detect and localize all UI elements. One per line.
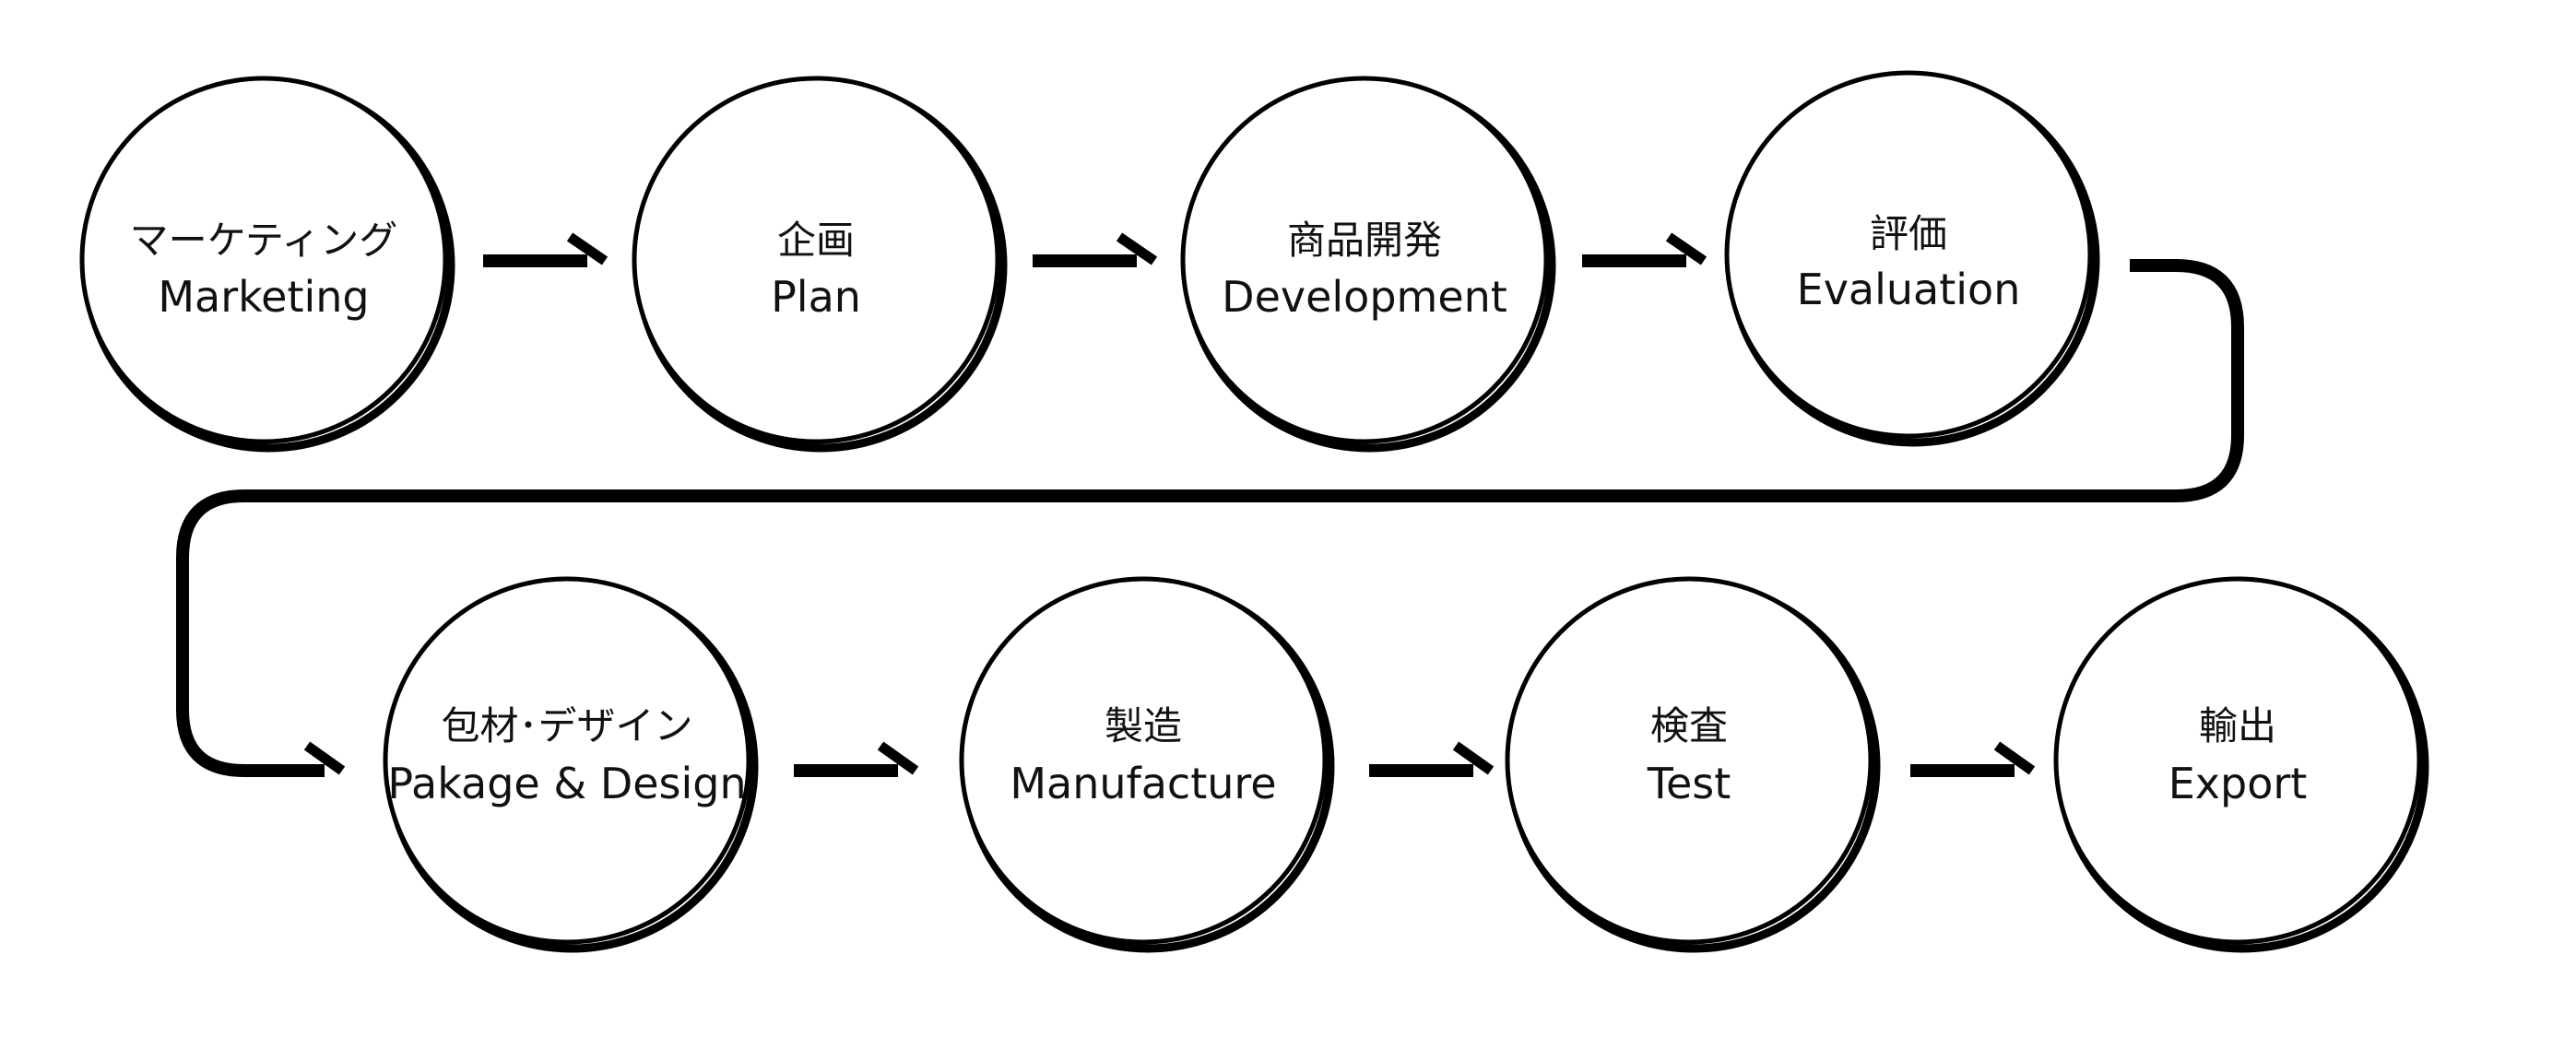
step-manufacture-circle bbox=[959, 576, 1328, 945]
step-development: 商品開発 Development bbox=[1180, 76, 1556, 453]
step-manufacture-label-en: Manufacture bbox=[1010, 759, 1276, 808]
step-marketing-circle bbox=[79, 76, 448, 444]
step-evaluation-label-en: Evaluation bbox=[1797, 265, 2021, 314]
step-test-label-ja: 検査 bbox=[1650, 703, 1728, 748]
step-manufacture-label-ja: 製造 bbox=[1105, 703, 1182, 748]
step-plan: 企画 Plan bbox=[632, 76, 1008, 453]
step-plan-label-en: Plan bbox=[771, 272, 861, 322]
step-marketing-label-en: Marketing bbox=[158, 272, 369, 322]
arrow-plan-to-development bbox=[1033, 232, 1158, 267]
step-package-design-label-ja: 包材･デザイン bbox=[441, 703, 692, 748]
step-test-circle bbox=[1505, 576, 1873, 945]
arrow-test-to-export bbox=[1910, 741, 2036, 777]
step-test-label-en: Test bbox=[1647, 759, 1731, 808]
step-development-label-ja: 商品開発 bbox=[1287, 218, 1442, 263]
step-evaluation-label-ja: 評価 bbox=[1870, 211, 1947, 256]
step-development-label-en: Development bbox=[1222, 272, 1507, 322]
step-marketing: マーケティング Marketing bbox=[79, 76, 455, 453]
step-plan-circle bbox=[632, 76, 1000, 444]
step-package-design-label-en: Pakage & Design bbox=[387, 759, 746, 808]
step-plan-label-ja: 企画 bbox=[777, 218, 855, 263]
arrow-package-to-manufacture bbox=[794, 741, 919, 777]
step-export-circle bbox=[2053, 576, 2422, 945]
arrow-marketing-to-plan bbox=[483, 232, 609, 267]
step-export-label-en: Export bbox=[2168, 759, 2308, 808]
step-marketing-label-ja: マーケティング bbox=[130, 218, 398, 263]
step-test: 検査 Test bbox=[1505, 576, 1881, 953]
step-evaluation: 評価 Evaluation bbox=[1724, 70, 2100, 447]
step-package-design: 包材･デザイン Pakage & Design bbox=[383, 576, 759, 953]
step-package-design-circle bbox=[383, 576, 751, 945]
arrow-evaluation-to-package bbox=[176, 259, 2244, 777]
step-export: 輸出 Export bbox=[2053, 576, 2429, 953]
arrow-manufacture-to-test bbox=[1369, 741, 1495, 777]
step-development-circle bbox=[1180, 76, 1549, 444]
step-export-label-ja: 輸出 bbox=[2199, 703, 2276, 748]
step-manufacture: 製造 Manufacture bbox=[959, 576, 1335, 953]
arrow-development-to-evaluation bbox=[1582, 232, 1707, 267]
step-evaluation-circle bbox=[1724, 70, 2093, 439]
